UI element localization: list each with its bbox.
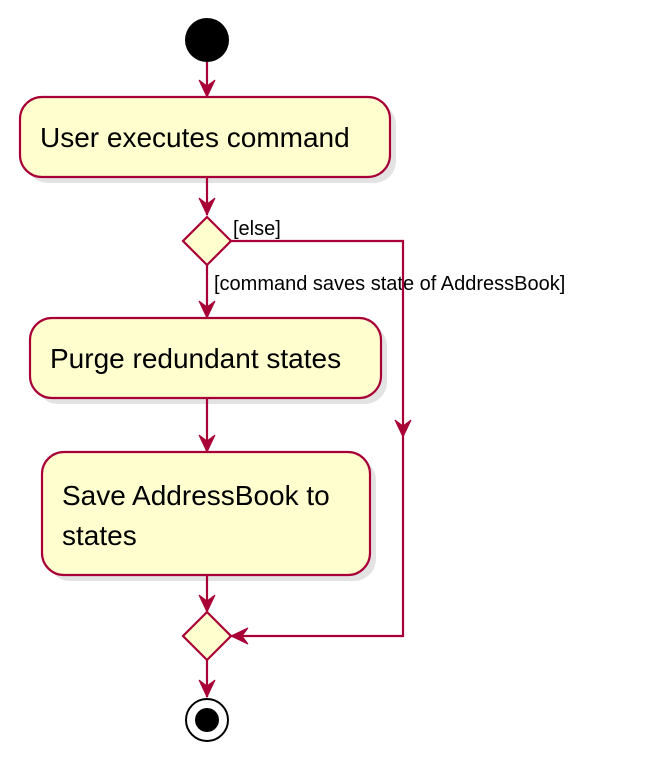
start-node (185, 18, 229, 62)
activity-save-addressbook-line2: states (62, 520, 137, 551)
activity-save-addressbook-to-states: Save AddressBook to states (40, 450, 376, 581)
end-node (185, 698, 229, 742)
guard-command-saves-state-label: [command saves state of AddressBook] (214, 273, 565, 295)
activity-save-addressbook-line1: Save AddressBook to (62, 480, 330, 511)
activity-purge-redundant-states: Purge redundant states (28, 316, 387, 404)
arrowhead-user-to-decision (198, 197, 216, 217)
activity-user-executes-command: User executes command (18, 95, 396, 183)
arrowhead-else-branch-down (394, 419, 412, 439)
arrowhead-decision-to-purge (198, 300, 216, 320)
arrowhead-purge-to-save (198, 434, 216, 454)
decision-diamond-top (181, 215, 233, 267)
merge-diamond-bottom (181, 610, 233, 662)
activity-user-executes-command-label: User executes command (40, 122, 350, 153)
arrowhead-else-branch-merge (229, 627, 249, 645)
activity-purge-redundant-states-label: Purge redundant states (50, 343, 341, 374)
arrowhead-save-to-merge (198, 594, 216, 614)
guard-else-label: [else] (233, 218, 281, 240)
arrowhead-start-to-user (198, 79, 216, 99)
arrowhead-merge-to-end (198, 679, 216, 699)
flow-else-branch (231, 239, 405, 638)
